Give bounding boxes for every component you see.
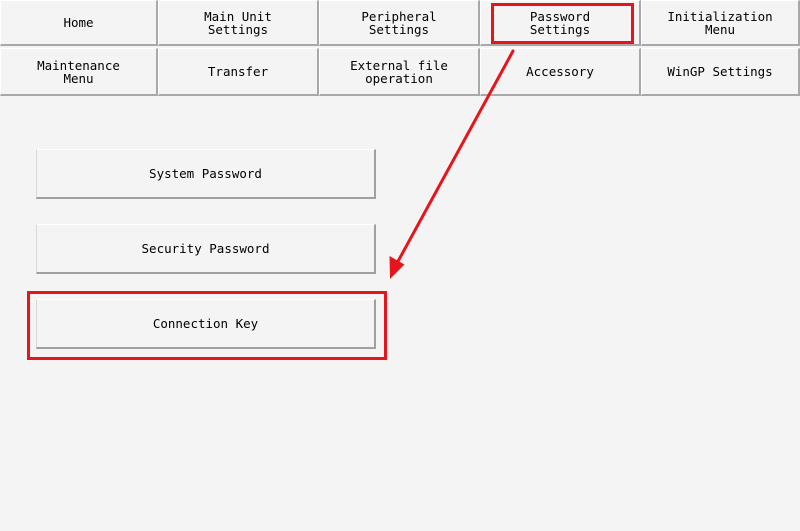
connection-key-button[interactable]: Connection Key xyxy=(36,299,376,349)
tab-main-unit-settings[interactable]: Main Unit Settings xyxy=(158,0,319,46)
tab-wingp-settings[interactable]: WinGP Settings xyxy=(641,48,800,96)
tab-password-settings[interactable]: Password Settings xyxy=(480,0,641,46)
security-password-button[interactable]: Security Password xyxy=(36,224,376,274)
tab-external-file-operation[interactable]: External file operation xyxy=(319,48,480,96)
tab-transfer[interactable]: Transfer xyxy=(158,48,319,96)
tab-home[interactable]: Home xyxy=(0,0,158,46)
tab-accessory[interactable]: Accessory xyxy=(480,48,641,96)
system-password-button[interactable]: System Password xyxy=(36,149,376,199)
tab-peripheral-settings[interactable]: Peripheral Settings xyxy=(319,0,480,46)
tab-maintenance-menu[interactable]: Maintenance Menu xyxy=(0,48,158,96)
tab-initialization-menu[interactable]: Initialization Menu xyxy=(641,0,800,46)
